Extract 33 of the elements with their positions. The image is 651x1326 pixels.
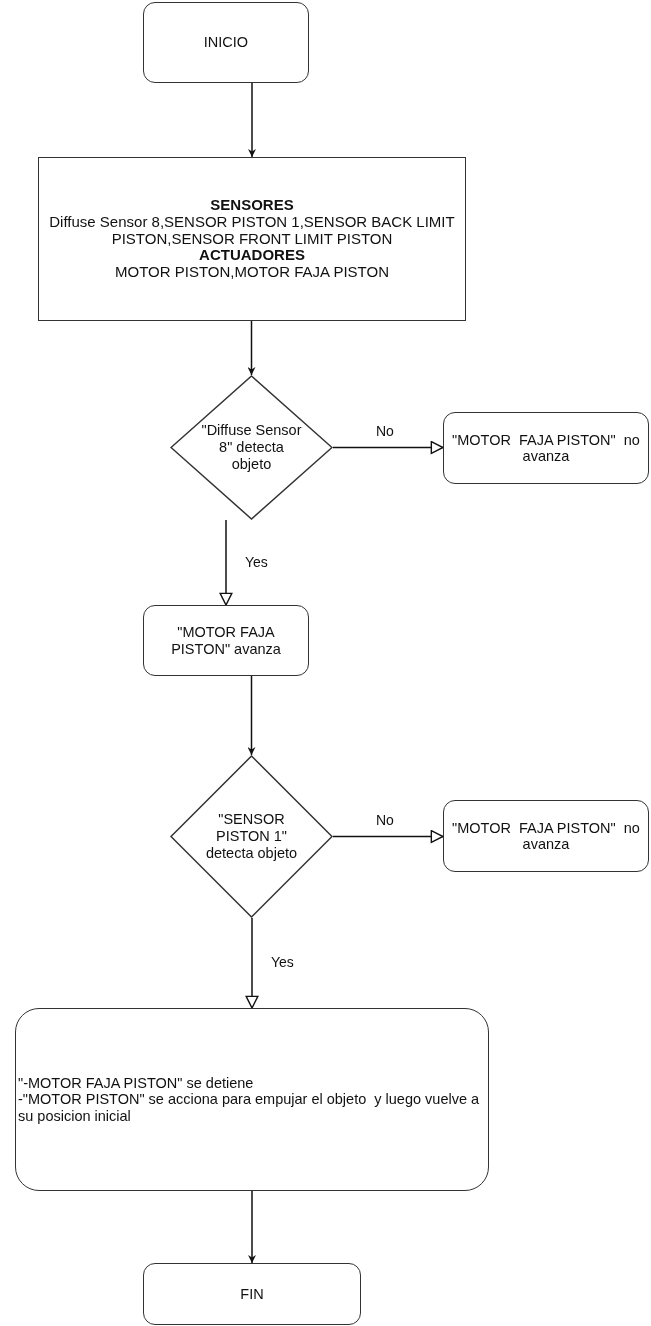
arrow [248, 1190, 256, 1264]
node-text: Diffuse Sensor 8,SENSOR PISTON 1,SENSOR BACK LIMIT PISTON,SENSOR FRONT LIMIT PISTON [48, 213, 456, 248]
node-text: "MOTOR FAJA PISTON" avanza [170, 624, 282, 657]
arrow [247, 320, 256, 376]
node-text: "MOTOR FAJA PISTON" no avanza [451, 431, 641, 465]
arrow [332, 440, 444, 455]
arrow [245, 917, 259, 1009]
node-text: "-MOTOR FAJA PISTON" se detiene [18, 1075, 254, 1092]
edge-label: Yes [243, 554, 270, 570]
process-box [143, 605, 309, 676]
arrow [219, 519, 233, 606]
decision-diamond [170, 375, 333, 520]
process-box [143, 2, 309, 83]
process-box [143, 1263, 361, 1325]
edge-label: No [374, 423, 396, 439]
arrow [247, 675, 256, 756]
section-heading: SENSORES [210, 197, 294, 214]
decision-diamond [170, 755, 333, 918]
node-text: "Diffuse Sensor 8" detecta objeto [200, 422, 303, 473]
edge-label: No [374, 812, 396, 828]
node-text: FIN [240, 1285, 264, 1303]
node-text: "MOTOR FAJA PISTON" no avanza [451, 819, 641, 853]
process-box [38, 157, 466, 321]
process-box [443, 412, 649, 484]
process-box [15, 1008, 489, 1191]
node-text: "SENSOR PISTON 1" detecta objeto [204, 811, 299, 862]
arrow [332, 829, 444, 844]
node-text: -"MOTOR PISTON" se acciona para empujar el objeto y luego vuelve a su posicion inicial [18, 1091, 481, 1124]
arrow [248, 82, 256, 158]
node-text: MOTOR PISTON,MOTOR FAJA PISTON [115, 264, 389, 281]
section-heading: ACTUADORES [199, 247, 305, 265]
node-text: INICIO [203, 34, 249, 51]
process-box [443, 800, 649, 872]
